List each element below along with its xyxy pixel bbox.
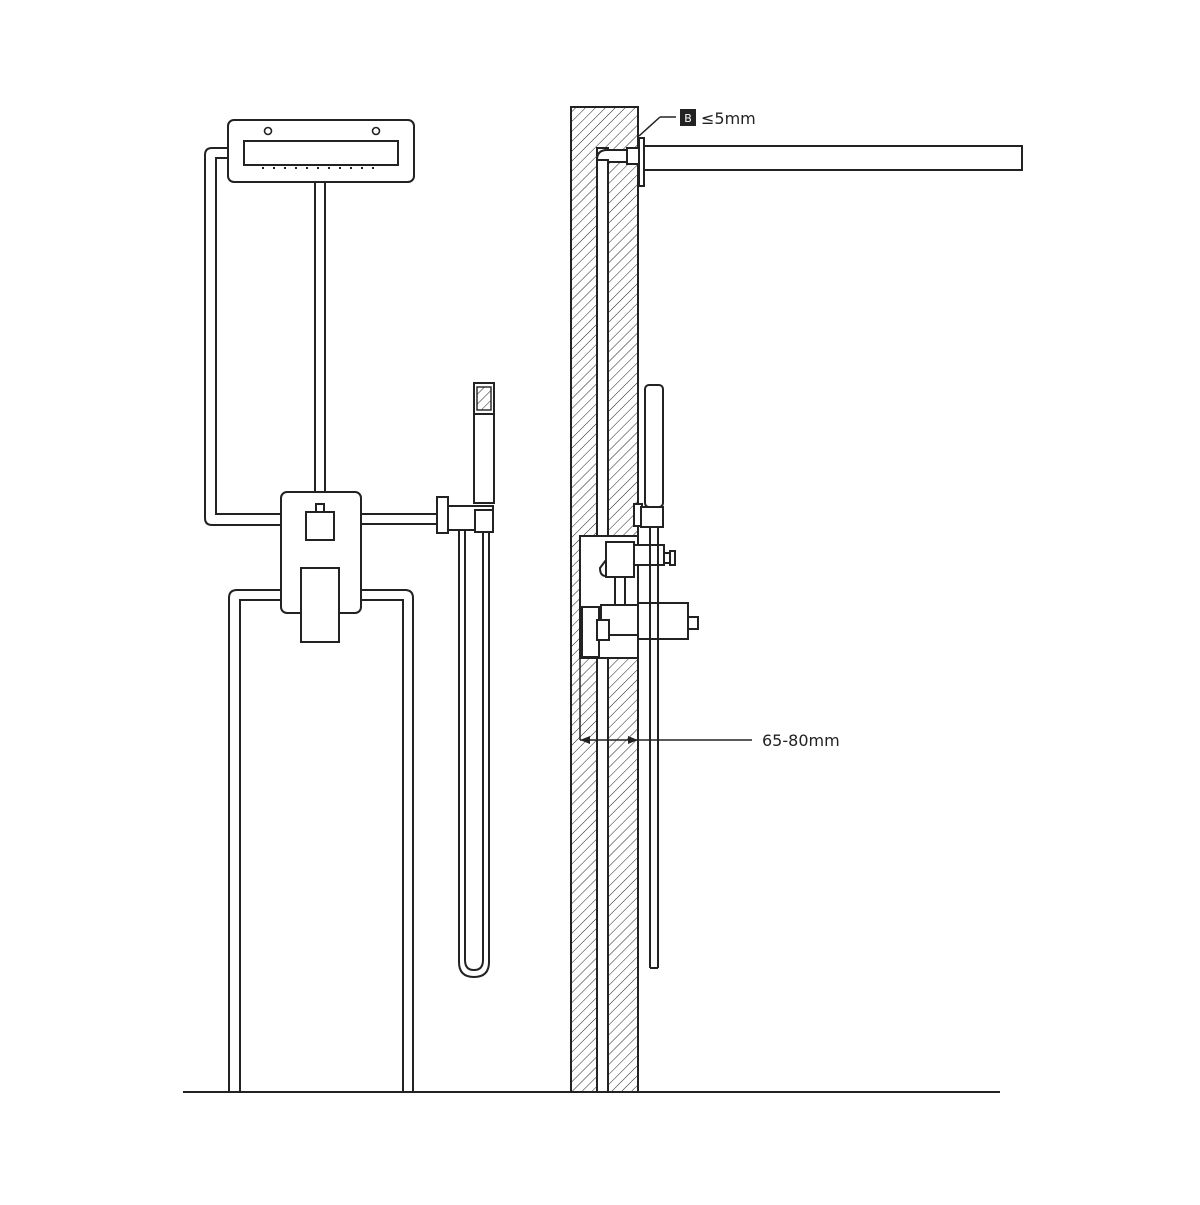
hand-shower-bracket	[436, 496, 494, 534]
top-elbow	[595, 147, 640, 165]
side-view: B ≤5mm	[570, 106, 1023, 1093]
gap-annotation: B ≤5mm	[638, 109, 756, 137]
valve-box	[280, 491, 362, 643]
lower-supply-pipes	[228, 589, 414, 1092]
front-view	[204, 119, 495, 1092]
depth-dimension: 65-80mm	[579, 658, 840, 750]
side-hand-shower	[640, 384, 664, 969]
depth-label: 65-80mm	[762, 731, 840, 750]
gap-badge-box	[680, 109, 696, 126]
hand-shower	[473, 382, 495, 504]
hose	[458, 531, 490, 979]
gap-badge-letter: B	[684, 112, 692, 125]
overhead-shower-head	[227, 119, 415, 183]
riser-pipe	[314, 182, 326, 492]
shower-arm	[638, 137, 1023, 187]
gap-label: ≤5mm	[701, 109, 756, 128]
left-loop-pipe	[204, 147, 281, 526]
wall-section	[570, 106, 639, 1093]
hand-shower-supply-pipe	[361, 513, 437, 525]
